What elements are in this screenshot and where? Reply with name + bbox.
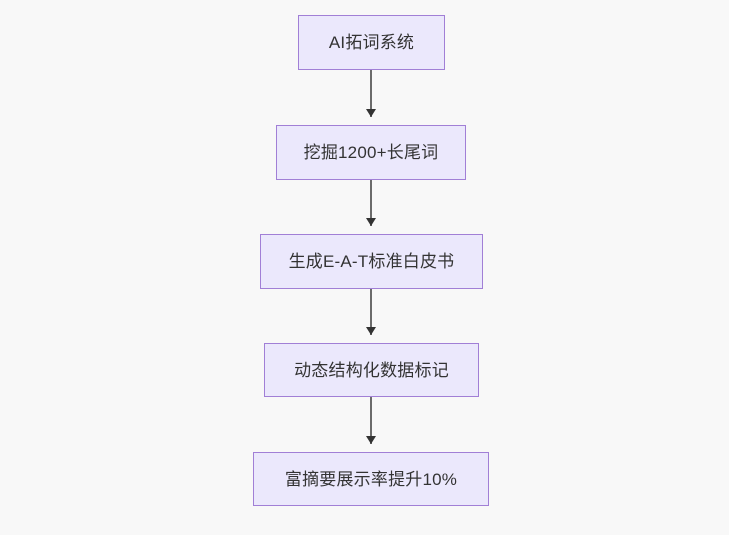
flow-node-mine-longtail-keywords[interactable]: 挖掘1200+长尾词 — [276, 125, 466, 180]
flow-node-label: 挖掘1200+长尾词 — [303, 143, 439, 162]
arrowhead-icon — [366, 327, 376, 335]
connector-line — [370, 70, 372, 117]
flow-node-generate-eat-whitepaper[interactable]: 生成E-A-T标准白皮书 — [260, 234, 483, 289]
arrowhead-icon — [366, 436, 376, 444]
flow-node-label: 动态结构化数据标记 — [294, 360, 449, 380]
arrowhead-icon — [366, 109, 376, 117]
flow-node-ai-keyword-system[interactable]: AI拓词系统 — [298, 15, 445, 70]
flow-node-label: AI拓词系统 — [328, 33, 415, 52]
flow-node-label: 富摘要展示率提升10% — [284, 469, 458, 489]
connector-line — [370, 289, 372, 335]
connector-line — [370, 180, 372, 226]
arrowhead-icon — [366, 218, 376, 226]
connector-line — [370, 397, 372, 444]
flow-node-dynamic-structured-data-markup[interactable]: 动态结构化数据标记 — [264, 343, 479, 397]
flow-node-label: 生成E-A-T标准白皮书 — [288, 252, 455, 271]
flow-node-rich-snippet-impression-lift[interactable]: 富摘要展示率提升10% — [253, 452, 489, 506]
